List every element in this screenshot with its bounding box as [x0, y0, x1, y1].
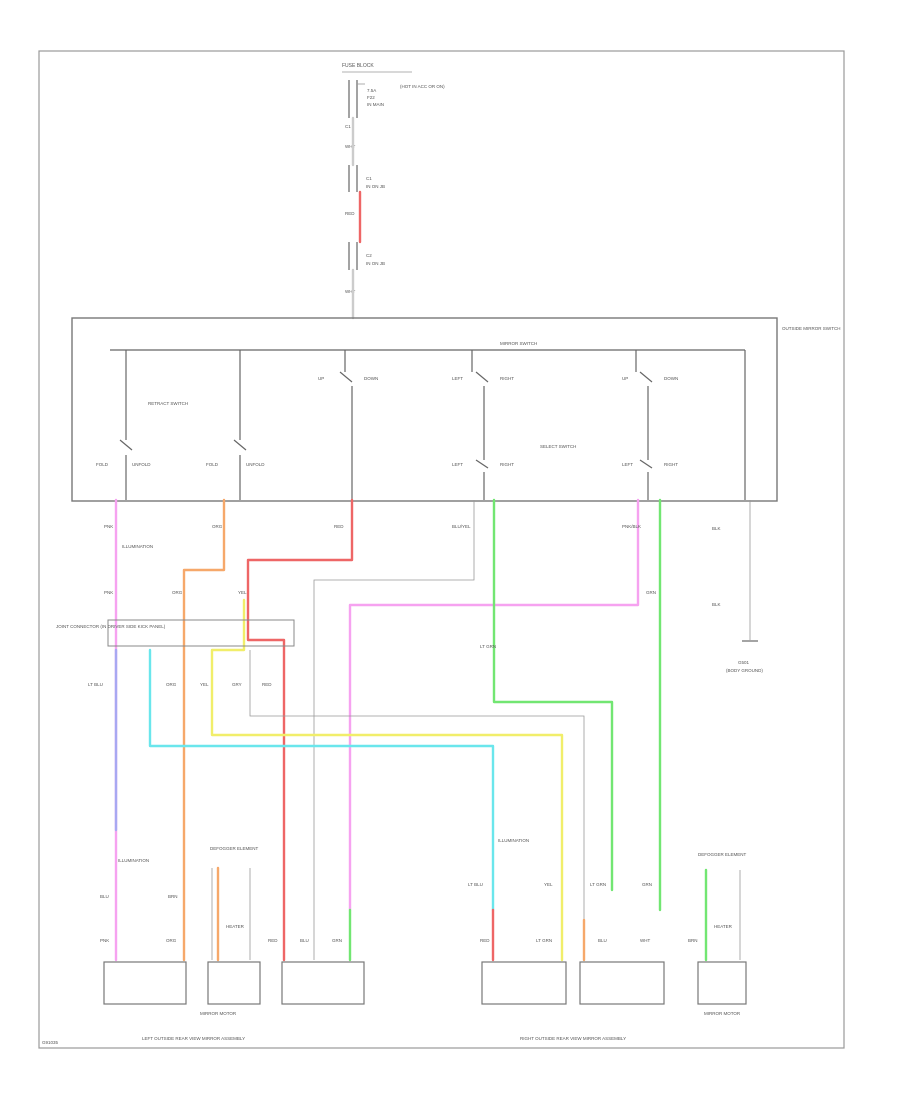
right-label-lower: RIGHT: [500, 462, 514, 467]
wire-label-wht-1: WHT: [345, 144, 355, 149]
joint-connector-label: JOINT CONNECTOR (IN DRIVER SIDE KICK PAN…: [56, 624, 166, 629]
wire-label-pnk-bottom: PNK: [100, 938, 109, 943]
wire-label-pnk: PNK: [104, 524, 113, 529]
illumination-label-left-mirror: ILLUMINATION: [118, 858, 149, 863]
wire-red: [246, 498, 354, 962]
left-mirror-label: LEFT OUTSIDE REAR VIEW MIRROR ASSEMBLY: [142, 1036, 245, 1041]
heater-label-right: HEATER: [714, 924, 733, 929]
wire-label-yel-2: YEL: [200, 682, 209, 687]
fuse-block: FUSE BLOCK 7.5A F22 IN MAIN (HOT IN ACC …: [342, 63, 445, 149]
mirror-box-label: OUTSIDE MIRROR SWITCH: [782, 326, 841, 331]
fuse-hot-note: (HOT IN ACC OR ON): [400, 84, 445, 89]
wire-label-red-mid: RED: [334, 524, 344, 529]
wire-label-gry: GRY: [232, 682, 242, 687]
wire-label-blu-left: BLU: [100, 894, 109, 899]
wire-label-red-bottom: RED: [268, 938, 278, 943]
ground-wire-label-1: BLK: [712, 526, 721, 531]
fold-label-right: FOLD: [206, 462, 219, 467]
relay-2-connector: C2: [366, 253, 372, 258]
wire-light-gray: [249, 650, 585, 960]
outside-mirror-switch-box: OUTSIDE MIRROR SWITCH MIRROR SWITCH RETR…: [71, 317, 841, 502]
connector-c1-top: C1: [345, 124, 351, 129]
unfold-label-right: UNFOLD: [246, 462, 265, 467]
wire-label-ltgrn-right: LT GRN: [590, 882, 606, 887]
right-label-upper: RIGHT: [500, 376, 514, 381]
right-label-lower-2: RIGHT: [664, 462, 678, 467]
wire-label-org-bottom: ORG: [166, 938, 177, 943]
relay-2-note: IN ON JB: [366, 261, 385, 266]
illumination-label-left: ILLUMINATION: [122, 544, 153, 549]
wire-label-yel-right: YEL: [544, 882, 553, 887]
wire-label-yel: YEL: [238, 590, 247, 595]
down-label-right: DOWN: [664, 376, 678, 381]
wire-label-ltblu: LT BLU: [88, 682, 103, 687]
wire-label-grn-right-2: GRN: [642, 882, 652, 887]
illumination-label-right-mirror: ILLUMINATION: [498, 838, 529, 843]
wire-green-1: [492, 498, 614, 892]
wire-cyan: [148, 648, 495, 912]
wire-label-brn-right-bottom: BRN: [688, 938, 698, 943]
wire-label-wht-2: WHT: [345, 289, 355, 294]
fuse-value: 7.5A: [367, 88, 376, 93]
wire-label-bluyel: BLU/YEL: [452, 524, 471, 529]
left-label-upper: LEFT: [452, 376, 463, 381]
wire-label-brn-left: BRN: [168, 894, 178, 899]
up-label-right: UP: [622, 376, 628, 381]
left-label-lower: LEFT: [452, 462, 463, 467]
wire-label-wht-right-bottom: WHT: [640, 938, 650, 943]
wire-label-org-2: ORG: [172, 590, 183, 595]
unfold-label-left: UNFOLD: [132, 462, 151, 467]
fuse-block-label: FUSE BLOCK: [342, 63, 374, 69]
relay-1-note: IN ON JB: [366, 184, 385, 189]
wire-label-red-1: RED: [345, 211, 355, 216]
relay-1-connector: C1: [366, 176, 372, 181]
heater-label-left: HEATER: [226, 924, 245, 929]
fold-label-left: FOLD: [96, 462, 109, 467]
wire-label-grn-right: GRN: [646, 590, 656, 595]
wire-label-red-right-bottom: RED: [480, 938, 490, 943]
wire-label-grn-bottom: GRN: [332, 938, 342, 943]
left-label-lower-2: LEFT: [622, 462, 633, 467]
mirror-motor-label-right: MIRROR MOTOR: [704, 1011, 741, 1016]
left-mirror-assembly: ILLUMINATION DEFOGGER ELEMENT HEATER BLU…: [100, 846, 365, 1041]
wire-label-pnk-2: PNK: [104, 590, 113, 595]
mirror-motor-label-left: MIRROR MOTOR: [200, 1011, 237, 1016]
ground-sub: (BODY GROUND): [726, 668, 763, 673]
wire-label-red-2: RED: [262, 682, 272, 687]
select-switch-label: SELECT SWITCH: [540, 444, 576, 449]
defogger-label-right: DEFOGGER ELEMENT: [698, 852, 747, 857]
wire-label-pnkblk: PNK/BLK: [622, 524, 641, 529]
up-label: UP: [318, 376, 324, 381]
defogger-label-left: DEFOGGER ELEMENT: [210, 846, 259, 851]
relay-2: C2 IN ON JB WHT: [345, 242, 385, 294]
right-mirror-label: RIGHT OUTSIDE REAR VIEW MIRROR ASSEMBLY: [520, 1036, 626, 1041]
diagram-code: G91035: [42, 1040, 59, 1045]
wire-label-org-3: ORG: [166, 682, 177, 687]
fuse-note: IN MAIN: [367, 102, 384, 107]
wire-yellow: [210, 598, 564, 962]
fuse-number: F22: [367, 95, 375, 100]
ground-id: G501: [738, 660, 750, 665]
ground-wire-label-2: BLK: [712, 602, 721, 607]
wire-label-blu-right-bottom: BLU: [598, 938, 607, 943]
relay-1: C1 IN ON JB RED: [345, 165, 385, 216]
wire-label-blu-bottom: BLU: [300, 938, 309, 943]
wire-label-org: ORG: [212, 524, 223, 529]
wire-label-ltgrn-bottom: LT GRN: [536, 938, 552, 943]
mirror-switch-label: MIRROR SWITCH: [500, 341, 537, 346]
wire-label-ltgrn: LT GRN: [480, 644, 496, 649]
down-label: DOWN: [364, 376, 378, 381]
retract-switch-label: RETRACT SWITCH: [148, 401, 188, 406]
right-mirror-assembly: ILLUMINATION DEFOGGER ELEMENT HEATER LT …: [468, 838, 747, 1041]
ground-symbol: G501 (BODY GROUND): [726, 640, 763, 673]
joint-connector: JOINT CONNECTOR (IN DRIVER SIDE KICK PAN…: [56, 619, 295, 647]
wire-dark-gray: [313, 500, 475, 960]
diagram-frame: [38, 50, 845, 1049]
wire-orange: [182, 498, 226, 962]
wire-label-ltblu-right: LT BLU: [468, 882, 483, 887]
